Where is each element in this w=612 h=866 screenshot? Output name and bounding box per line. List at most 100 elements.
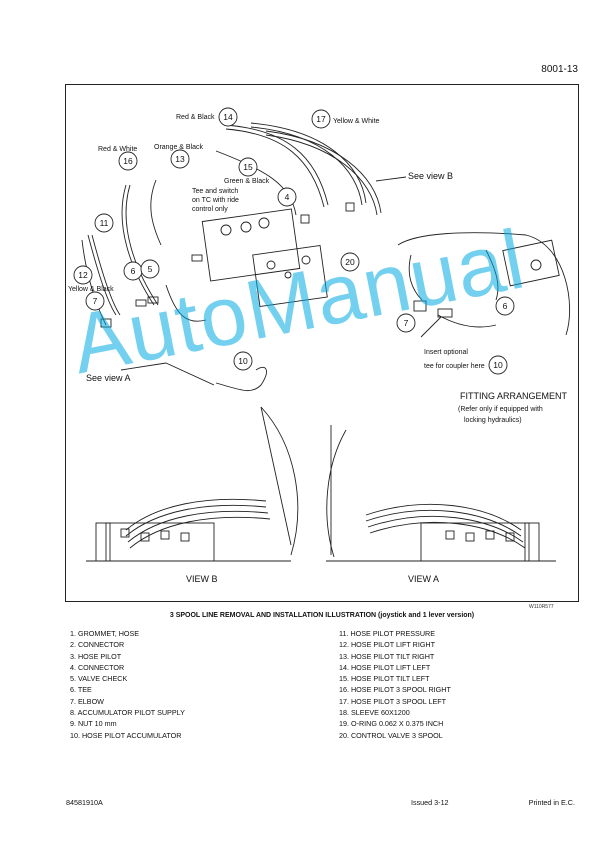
legend-item: 4. CONNECTOR	[70, 662, 125, 672]
label-fitting-note: locking hydraulics)	[464, 417, 522, 424]
label-view-b: VIEW B	[186, 574, 218, 584]
view-a-hoses	[365, 503, 522, 531]
callout-label: 10	[238, 356, 248, 366]
page-number: 8001-13	[541, 64, 578, 75]
hose-17	[250, 122, 367, 204]
callout-label: 6	[131, 266, 136, 276]
footer-part-number: 84581910A	[66, 798, 103, 807]
legend-item: 15. HOSE PILOT TILT LEFT	[339, 674, 430, 684]
hose-11	[87, 234, 117, 316]
inset-hose-a	[408, 254, 423, 301]
hose-14b	[225, 128, 325, 208]
hose-16b	[125, 184, 159, 306]
label-fitting-note: (Refer only if equipped with	[458, 406, 543, 413]
footer-printed: Printed in E.C.	[528, 798, 575, 807]
label-yellow-white: Yellow & White	[333, 118, 380, 125]
callout-4	[277, 187, 297, 207]
legend-item: 17. HOSE PILOT 3 SPOOL LEFT	[339, 696, 447, 706]
callout-20	[340, 252, 360, 272]
callout-10	[233, 351, 253, 371]
callout-5	[140, 259, 160, 279]
legend-item: 1. GROMMET, HOSE	[70, 629, 140, 638]
label-yellow-black: Yellow & Black	[68, 286, 114, 293]
callout-16	[118, 151, 138, 171]
control-valve-20	[252, 245, 328, 307]
legend-item: 11. HOSE PILOT PRESSURE	[339, 629, 435, 638]
hose-17d	[265, 134, 378, 216]
callout-6-inset	[495, 296, 515, 316]
hose-11b	[91, 234, 121, 316]
callout-label: 14	[223, 112, 233, 122]
legend-item: 5. VALVE CHECK	[70, 674, 128, 684]
legend-item: 14. HOSE PILOT LIFT LEFT	[339, 662, 431, 672]
callout-14	[218, 107, 238, 127]
legend-item: 9. NUT 10 mm	[70, 719, 117, 729]
callout-label: 7	[404, 318, 409, 328]
callout-15	[238, 157, 258, 177]
hose-lower	[165, 284, 207, 322]
legend-item: 20. CONTROL VALVE 3 SPOOL	[339, 730, 443, 740]
label-green-black: Green & Black	[224, 178, 270, 185]
label-red-black: Red & Black	[176, 114, 215, 121]
legend-item: 8. ACCUMULATOR PILOT SUPPLY	[70, 708, 185, 718]
label-tee-switch: on TC with ride	[192, 197, 239, 204]
callout-label: 12	[78, 270, 88, 280]
callout-label: 5	[148, 264, 153, 274]
hose-13	[150, 179, 162, 246]
callout-11	[94, 213, 114, 233]
label-see-view-b: See view B	[408, 171, 453, 181]
legend-item: 13. HOSE PILOT TILT RIGHT	[339, 651, 435, 661]
callout-7	[85, 291, 105, 311]
inset-hose-b	[485, 249, 499, 301]
label-see-view-a: See view A	[86, 373, 131, 383]
legend-item: 18. SLEEVE 60X1200	[339, 708, 410, 718]
legend-item: 16. HOSE PILOT 3 SPOOL RIGHT	[339, 685, 451, 695]
label-tee-switch: control only	[192, 206, 228, 213]
callout-label: 17	[316, 114, 326, 124]
callout-label: 20	[345, 257, 355, 267]
callout-label: 6	[503, 301, 508, 311]
callout-13	[170, 149, 190, 169]
view-b-hoses	[125, 498, 267, 531]
legend-item: 2. CONNECTOR	[70, 640, 125, 650]
hose-14	[225, 124, 329, 206]
legend-item: 10. HOSE PILOT ACCUMULATOR	[70, 730, 182, 740]
figure-code: W110R577	[529, 604, 554, 610]
legend-list-left: 1. GROMMET, HOSE 2. CONNECTOR 3. HOSE PI…	[70, 628, 185, 741]
callout-label: 10	[493, 360, 503, 370]
callout-10-inset	[488, 355, 508, 375]
legend-list-right: 11. HOSE PILOT PRESSURE 12. HOSE PILOT L…	[339, 628, 451, 741]
label-orange-black: Orange & Black	[154, 144, 204, 151]
callout-label: 16	[123, 156, 133, 166]
label-insert-optional: Insert optional	[424, 349, 468, 356]
view-a-valve	[420, 522, 530, 562]
callout-label: 13	[175, 154, 185, 164]
label-tee-switch: Tee and switch	[192, 188, 238, 195]
label-fitting-arrangement: FITTING ARRANGEMENT	[460, 391, 568, 401]
view-b-arc	[260, 406, 299, 556]
hose-10	[215, 366, 267, 392]
callout-17	[311, 109, 331, 129]
callout-12	[73, 265, 93, 285]
hose-17b	[250, 126, 363, 206]
inset-frame	[397, 232, 571, 336]
legend-item: 19. O-RING 0.062 X 0.375 INCH	[339, 719, 444, 729]
legend-item: 12. HOSE PILOT LIFT RIGHT	[339, 640, 435, 650]
label-insert-optional: tee for coupler here	[424, 363, 485, 370]
footer-issued: Issued 3-12	[411, 798, 449, 807]
callout-label: 7	[93, 296, 98, 306]
view-b-arc-line	[260, 406, 292, 546]
control-valve-block	[201, 208, 301, 282]
hydraulic-line-illustration: 14 17 16 13 15 4 11 12 6 5 7 20 10 6 7 1…	[68, 107, 571, 584]
callout-7-inset	[396, 313, 416, 333]
callout-label: 11	[100, 218, 109, 228]
hose-15	[215, 150, 297, 216]
label-view-a: VIEW A	[408, 574, 439, 584]
legend-item: 6. TEE	[70, 685, 92, 695]
hose-17c	[265, 130, 382, 214]
hose-16	[121, 184, 155, 306]
view-a-arc	[326, 429, 347, 558]
legend-item: 7. ELBOW	[70, 696, 104, 706]
legend-item: 3. HOSE PILOT	[70, 651, 122, 661]
callout-label: 4	[285, 192, 290, 202]
